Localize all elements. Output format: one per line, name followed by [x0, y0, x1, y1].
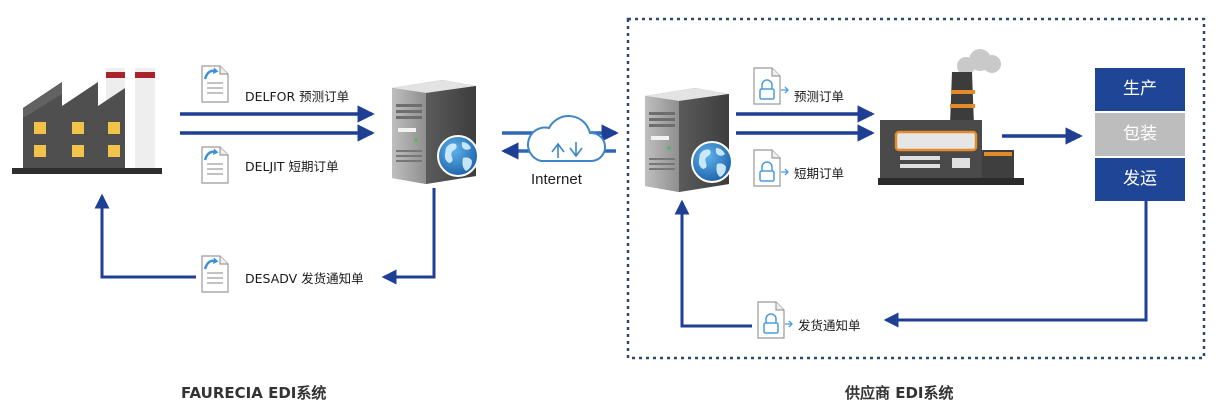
short-term-order-label: 短期订单 — [794, 166, 845, 181]
desadv-arrow — [381, 188, 436, 285]
document-icon — [200, 145, 230, 185]
factory-icon — [12, 68, 162, 174]
process-shipping: 发运 — [1095, 158, 1185, 201]
lock-document-icon — [753, 149, 789, 187]
return-to-server-arrow — [674, 199, 752, 328]
globe-icon — [437, 135, 479, 177]
process-packing: 包装 — [1095, 113, 1185, 158]
process-production: 生产 — [1095, 68, 1185, 113]
cloud-icon — [527, 115, 607, 162]
faurecia-system-label: FAURECIA EDI系统 — [181, 384, 327, 402]
lock-document-icon — [753, 67, 789, 105]
supplier-system-label: 供应商 EDI系统 — [845, 384, 954, 402]
globe-icon — [691, 141, 733, 183]
return-to-factory-arrow — [94, 193, 196, 279]
deljit-label: DELJIT 短期订单 — [245, 159, 339, 174]
document-icon — [200, 64, 230, 104]
process-stack: 生产 包装 发运 — [1095, 68, 1185, 201]
dispatch-arrow — [883, 198, 1148, 328]
supplier-system-frame — [626, 17, 1206, 360]
forecast-order-label: 预测订单 — [794, 89, 845, 104]
desadv-label: DESADV 发货通知单 — [245, 271, 364, 286]
delfor-label: DELFOR 预测订单 — [245, 89, 350, 104]
internet-label: Internet — [531, 171, 582, 188]
lock-document-icon — [757, 301, 793, 339]
plant-icon — [878, 49, 1024, 185]
document-icon — [200, 254, 230, 294]
dispatch-notice-label: 发货通知单 — [798, 318, 861, 333]
